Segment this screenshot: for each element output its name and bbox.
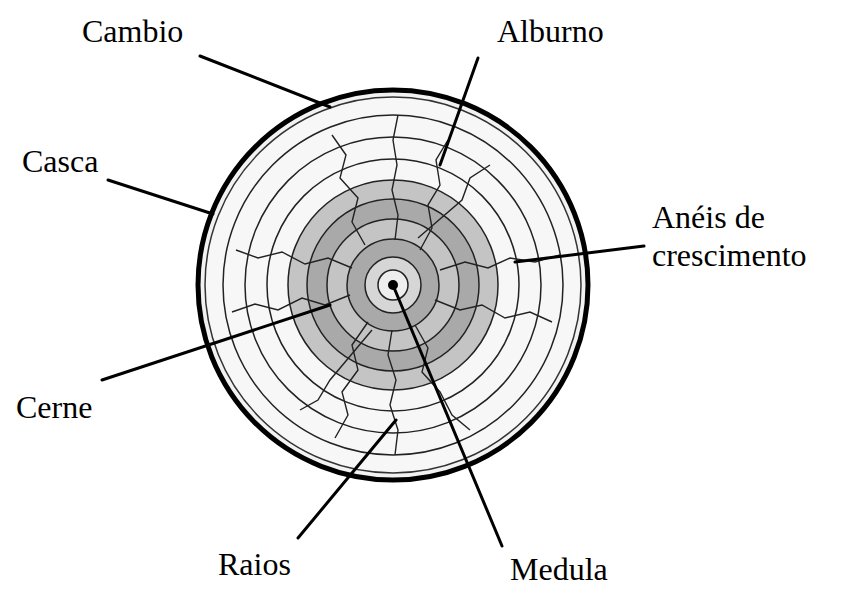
leader-line: [395, 290, 502, 546]
leader-line: [102, 305, 330, 380]
part-label: Anéis de crescimento: [652, 198, 852, 275]
label-anchor: Casca: [22, 142, 98, 180]
heartwood: [288, 180, 498, 390]
heartwood-ring: [327, 219, 459, 351]
part-label: Cerne: [16, 388, 92, 426]
label-anchor: Alburno: [497, 12, 604, 50]
leader-lines: [102, 56, 644, 546]
leader-line: [515, 246, 644, 262]
leader-line: [298, 420, 396, 538]
part-label: Cambio: [82, 12, 183, 50]
heartwood-ring: [307, 199, 479, 371]
label-anchor: Cambio: [82, 12, 183, 50]
part-label: Casca: [22, 142, 98, 180]
label-anchor: Medula: [510, 550, 608, 588]
leader-line: [200, 56, 330, 107]
pith-dot: [388, 280, 398, 290]
leader-line: [108, 180, 213, 214]
heartwood-ring: [365, 257, 421, 313]
leader-line: [440, 58, 478, 165]
part-label: Alburno: [497, 12, 604, 50]
cambium-ring: [205, 97, 581, 473]
growth-ring: [245, 137, 541, 433]
heartwood-ring: [378, 270, 408, 300]
part-label: Medula: [510, 550, 608, 588]
heartwood-ring: [347, 239, 439, 331]
label-anchor: Anéis de crescimento: [652, 198, 852, 275]
ray-lines: [232, 115, 560, 455]
growth-ring: [223, 115, 563, 455]
label-anchor: Raios: [218, 545, 291, 583]
part-label: Raios: [218, 545, 291, 583]
label-anchor: Cerne: [16, 388, 92, 426]
